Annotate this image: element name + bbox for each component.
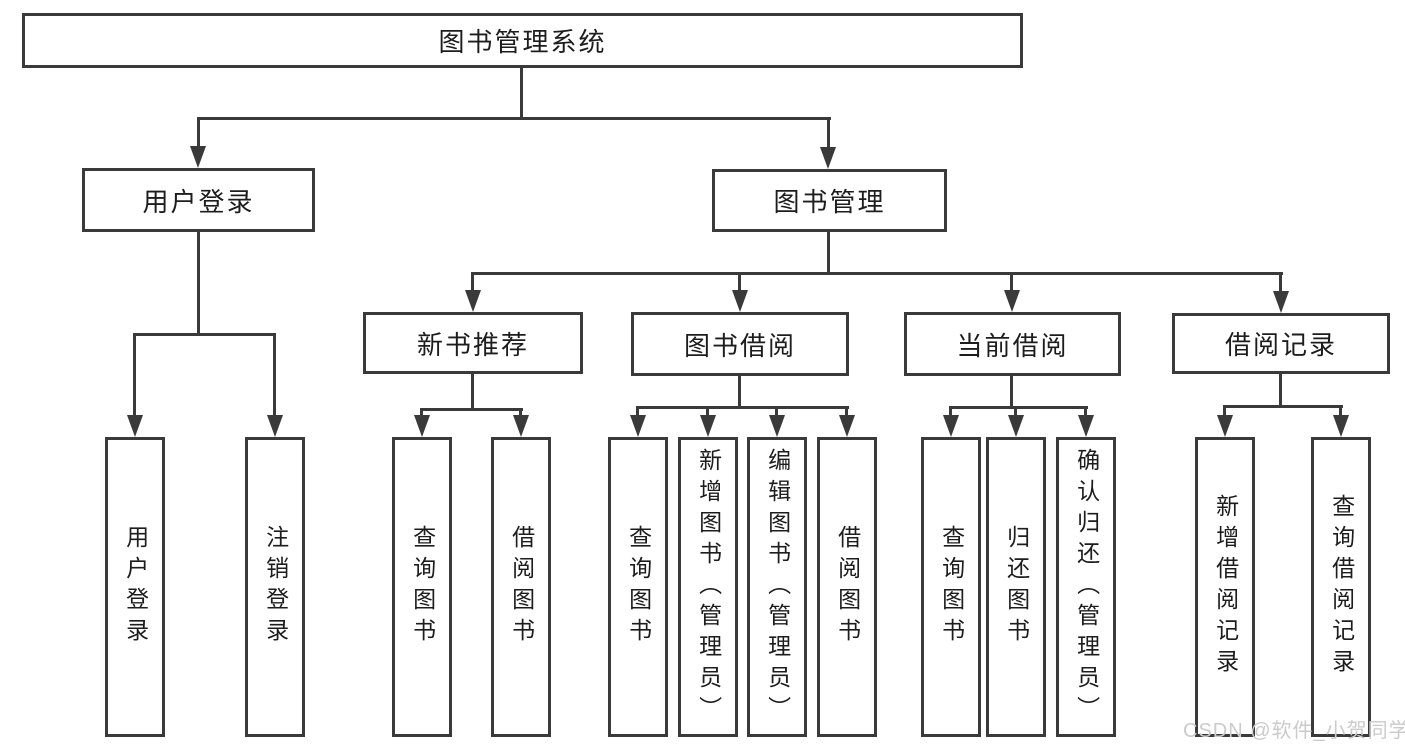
leaf-borrow-books-1: 借阅图书 — [491, 437, 551, 737]
leaf-return-books: 归还图书 — [986, 437, 1046, 737]
leaf-query-books-2: 查询图书 — [608, 437, 668, 737]
edge-user-login-stem — [197, 232, 200, 335]
edge-to-book-borrow — [738, 272, 741, 294]
node-root-label: 图书管理系统 — [438, 27, 607, 57]
leaf-logout-label: 注销登录 — [262, 525, 289, 649]
edge-to-leaf-logout — [273, 333, 276, 417]
node-user-login-label: 用户登录 — [142, 186, 255, 217]
edge-to-book-management — [827, 117, 830, 149]
arrow-leaf-logout — [267, 415, 283, 437]
arrow-leaf-user-login — [127, 415, 143, 437]
leaf-confirm-return-admin: 确认归还（管理员） — [1056, 437, 1116, 737]
leaf-add-borrow-record-label: 新增借阅记录 — [1212, 494, 1239, 680]
leaf-add-borrow-record: 新增借阅记录 — [1195, 437, 1255, 737]
arrow-leaf-return-books — [1008, 415, 1024, 437]
arrow-leaf-borrow-books-2 — [839, 415, 855, 437]
edge-root-hbar — [197, 117, 831, 120]
edge-new-book-recommend-hbar — [420, 408, 523, 411]
node-book-borrow: 图书借阅 — [631, 312, 849, 376]
edge-to-leaf-borrow-books-1 — [519, 408, 522, 418]
edge-to-leaf-user-login — [133, 333, 136, 417]
node-user-login: 用户登录 — [82, 168, 315, 232]
leaf-query-books-2-label: 查询图书 — [625, 525, 652, 649]
arrow-new-book-recommend — [465, 290, 481, 312]
arrow-leaf-add-borrow-record — [1217, 415, 1233, 437]
leaf-return-books-label: 归还图书 — [1003, 525, 1030, 649]
edge-to-leaf-query-books-3 — [949, 406, 952, 418]
arrow-leaf-query-borrow-record — [1333, 415, 1349, 437]
edge-to-leaf-query-borrow-record — [1339, 405, 1342, 418]
arrow-book-management — [820, 147, 836, 169]
edge-book-borrow-stem — [738, 376, 741, 409]
leaf-user-login: 用户登录 — [105, 437, 165, 737]
arrow-leaf-query-books-2 — [630, 415, 646, 437]
edge-current-borrow-hbar — [949, 406, 1088, 409]
node-current-borrow: 当前借阅 — [904, 312, 1121, 376]
edge-borrow-records-hbar — [1223, 405, 1343, 408]
edge-to-current-borrow — [1010, 272, 1013, 294]
edge-book-management-hbar — [471, 272, 1283, 275]
csdn-watermark: CSDN @软件_小贺同学 — [1183, 720, 1405, 742]
edge-to-leaf-edit-books — [775, 406, 778, 418]
edge-borrow-records-stem — [1279, 374, 1282, 408]
node-new-book-recommend: 新书推荐 — [363, 312, 583, 374]
arrow-borrow-records — [1273, 291, 1289, 313]
leaf-query-books-3-label: 查询图书 — [938, 525, 965, 649]
edge-to-leaf-return-books — [1014, 406, 1017, 418]
edge-book-borrow-hbar — [636, 406, 849, 409]
edge-current-borrow-stem — [1010, 376, 1013, 409]
leaf-edit-books-admin: 编辑图书（管理员） — [747, 437, 807, 737]
leaf-borrow-books-1-label: 借阅图书 — [508, 525, 535, 649]
node-book-management-label: 图书管理 — [773, 187, 886, 217]
arrow-leaf-query-books-1 — [414, 415, 430, 437]
arrow-leaf-add-books — [700, 415, 716, 437]
edge-new-book-recommend-stem — [471, 374, 474, 411]
edge-to-leaf-query-books-2 — [636, 406, 639, 418]
arrow-leaf-query-books-3 — [943, 415, 959, 437]
edge-to-leaf-add-borrow-record — [1223, 405, 1226, 418]
edge-to-new-book-recommend — [471, 272, 474, 294]
edge-root-stem — [520, 68, 523, 120]
leaf-query-books-1-label: 查询图书 — [409, 525, 436, 649]
leaf-query-borrow-record: 查询借阅记录 — [1311, 437, 1371, 737]
arrow-leaf-edit-books — [769, 415, 785, 437]
node-borrow-records-label: 借阅记录 — [1224, 330, 1337, 360]
leaf-edit-books-admin-label: 编辑图书（管理员） — [764, 447, 791, 727]
leaf-borrow-books-2-label: 借阅图书 — [834, 525, 861, 649]
edge-book-management-stem — [827, 232, 830, 275]
leaf-query-borrow-record-label: 查询借阅记录 — [1328, 494, 1355, 680]
arrow-leaf-confirm-return — [1078, 415, 1094, 437]
node-root: 图书管理系统 — [22, 13, 1023, 68]
node-current-borrow-label: 当前借阅 — [956, 330, 1069, 361]
node-new-book-recommend-label: 新书推荐 — [416, 329, 529, 360]
node-borrow-records: 借阅记录 — [1172, 313, 1390, 374]
leaf-query-books-1: 查询图书 — [392, 437, 452, 737]
node-book-management: 图书管理 — [712, 169, 947, 232]
arrow-current-borrow — [1004, 290, 1020, 312]
edge-to-leaf-query-books-1 — [420, 408, 423, 418]
leaf-confirm-return-admin-label: 确认归还（管理员） — [1073, 447, 1100, 727]
leaf-logout: 注销登录 — [245, 437, 305, 737]
node-book-borrow-label: 图书借阅 — [683, 330, 796, 361]
leaf-add-books-admin-label: 新增图书（管理员） — [695, 447, 722, 727]
leaf-borrow-books-2: 借阅图书 — [817, 437, 877, 737]
edge-to-leaf-confirm-return — [1084, 406, 1087, 418]
edge-user-login-hbar — [133, 333, 276, 336]
arrow-book-borrow — [732, 290, 748, 312]
edge-to-leaf-add-books — [706, 406, 709, 418]
leaf-add-books-admin: 新增图书（管理员） — [678, 437, 738, 737]
arrow-leaf-borrow-books-1 — [513, 415, 529, 437]
arrow-user-login — [190, 146, 206, 168]
edge-to-leaf-borrow-books-2 — [845, 406, 848, 418]
leaf-user-login-label: 用户登录 — [122, 525, 149, 649]
edge-to-user-login — [197, 117, 200, 149]
edge-to-borrow-records — [1279, 272, 1282, 294]
leaf-query-books-3: 查询图书 — [921, 437, 981, 737]
